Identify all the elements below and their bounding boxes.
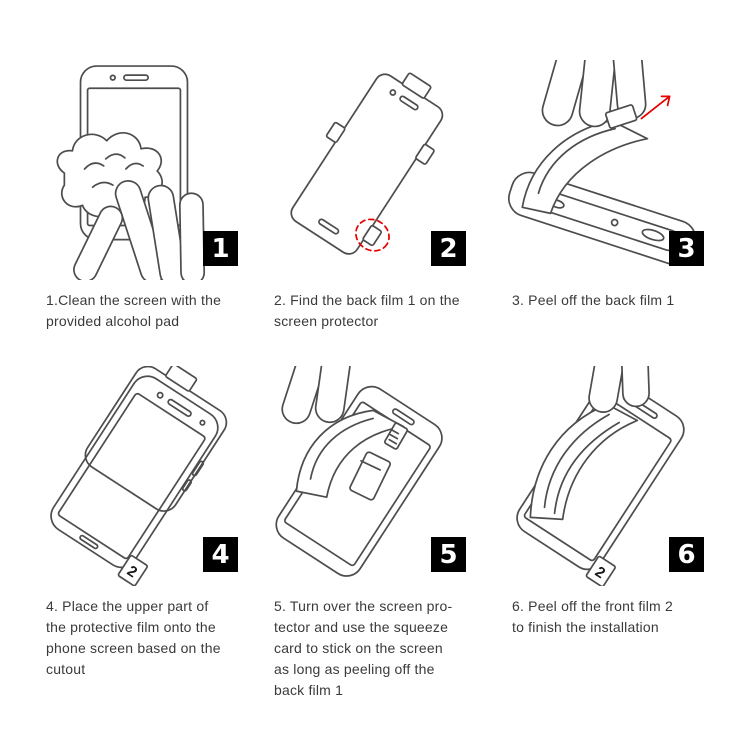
peel-front-film-illustration: 2 bbox=[516, 366, 685, 586]
film-tab bbox=[384, 422, 409, 450]
screen-protector-film bbox=[290, 72, 444, 255]
step-6-number-badge: 6 bbox=[669, 537, 704, 572]
step-6-illustration-area: 2 6 bbox=[494, 366, 708, 586]
back-film-tab bbox=[604, 104, 638, 129]
step-4-caption: 4. Place the upper part of the protectiv… bbox=[46, 598, 221, 677]
hand-fingers bbox=[541, 60, 647, 128]
step-3-number-badge: 3 bbox=[669, 231, 704, 266]
step-2-illustration-area: 2 bbox=[256, 60, 470, 280]
folded-film-sheet bbox=[295, 409, 405, 499]
phone-outline bbox=[50, 375, 219, 569]
step-5-panel: 5 5. Turn over the screen pro- tector an… bbox=[256, 366, 484, 701]
step-1-illustration-area: 1 bbox=[28, 60, 242, 280]
step-3-illustration-area: 3 bbox=[494, 60, 708, 280]
step-2-caption: 2. Find the back film 1 on the screen pr… bbox=[274, 292, 460, 329]
step-4-illustration-area: 2 4 bbox=[28, 366, 242, 586]
step-6-panel: 2 6 6. Peel off the front film 2 to bbox=[494, 366, 722, 638]
red-arrow-icon bbox=[640, 95, 671, 120]
step-3-caption: 3. Peel off the back film 1 bbox=[512, 292, 675, 308]
step-4-panel: 2 4 4. Place the upper part of the prote… bbox=[28, 366, 256, 680]
hand-fingers bbox=[588, 366, 650, 413]
step-2-panel: 2 2. Find the back film 1 on the screen … bbox=[256, 60, 484, 332]
align-film-illustration: 2 bbox=[50, 366, 228, 586]
phone-cleaning-illustration bbox=[56, 65, 206, 280]
peeling-film-sheet bbox=[521, 119, 649, 215]
step-6-caption: 6. Peel off the front film 2 to finish t… bbox=[512, 598, 673, 635]
hand-fingers bbox=[73, 180, 206, 280]
step-1-panel: 1 1.Clean the screen with the provided a… bbox=[28, 60, 256, 332]
peeling-front-film-sheet bbox=[529, 403, 639, 521]
hand-fingers bbox=[281, 366, 353, 425]
step-1-number-badge: 1 bbox=[203, 231, 238, 266]
screen-protector-film-illustration bbox=[290, 72, 444, 255]
squeeze-card-illustration bbox=[275, 366, 443, 577]
back-film-tab bbox=[362, 224, 383, 247]
front-film-tab: 2 bbox=[585, 555, 616, 586]
step-3-panel: 3 3. Peel off the back film 1 bbox=[494, 60, 722, 311]
step-2-number-badge: 2 bbox=[431, 231, 466, 266]
step-5-illustration-area: 5 bbox=[256, 366, 470, 586]
protective-film bbox=[84, 366, 228, 512]
step-4-number-badge: 4 bbox=[203, 537, 238, 572]
front-film-tab: 2 bbox=[117, 554, 148, 586]
squeeze-card bbox=[349, 451, 391, 501]
step-1-caption: 1.Clean the screen with the provided alc… bbox=[46, 292, 222, 329]
step-5-number-badge: 5 bbox=[431, 537, 466, 572]
step-5-caption: 5. Turn over the screen pro- tector and … bbox=[274, 598, 453, 698]
red-highlight-circle bbox=[355, 218, 390, 252]
